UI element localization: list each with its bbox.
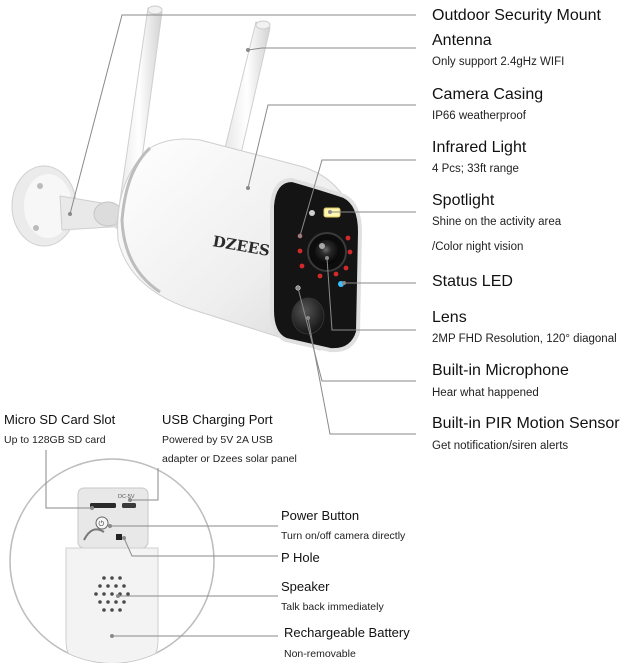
top-leader-lines [69, 14, 416, 435]
leader-endpoints [68, 48, 346, 320]
right-antenna [223, 20, 271, 159]
port-marking: DC-5V [118, 494, 135, 500]
power-button-detail: Turn on/off camera directly [281, 530, 406, 542]
speaker-detail: Talk back immediately [281, 601, 384, 613]
usb-port-detail: Powered by 5V 2A USB [162, 434, 273, 446]
casing-title: Camera Casing [432, 86, 544, 103]
speaker-title: Speaker [281, 579, 330, 594]
infrared-detail: 4 Pcs; 33ft range [432, 163, 519, 175]
spotlight-detail: Shine on the activity area [432, 216, 562, 228]
microphone-title: Built-in Microphone [432, 362, 569, 379]
svg-text:⏻: ⏻ [99, 520, 105, 528]
lens-detail: 2MP FHD Resolution, 120° diagonal [432, 333, 617, 345]
mount-title: Outdoor Security Mount [432, 7, 601, 24]
power-button-title: Power Button [281, 508, 360, 523]
usb-port-detail-2: adapter or Dzees solar panel [162, 453, 297, 465]
wall-mount [11, 165, 127, 247]
usb-port-title: USB Charging Port [162, 412, 273, 427]
spotlight-title: Spotlight [432, 192, 495, 209]
lens-title: Lens [432, 309, 467, 326]
casing-detail: IP66 weatherproof [432, 110, 526, 122]
microphone-detail: Hear what happened [432, 387, 539, 399]
spotlight-detail-2: /Color night vision [432, 241, 524, 253]
battery-title: Rechargeable Battery [284, 625, 410, 640]
sd-slot-detail: Up to 128GB SD card [4, 434, 106, 446]
bottom-detail-circle: DC-5V ⏻ [9, 458, 215, 663]
speaker-grill [94, 576, 130, 612]
pir-title: Built-in PIR Motion Sensor [432, 415, 620, 432]
antenna-title: Antenna [432, 32, 492, 49]
bottom-leader-endpoints [90, 498, 132, 638]
sd-slot-title: Micro SD Card Slot [4, 412, 116, 427]
p-hole-title: P Hole [281, 550, 320, 565]
antenna-detail: Only support 2.4gHz WIFI [432, 56, 565, 68]
pir-detail: Get notification/siren alerts [432, 440, 569, 452]
bottom-leader-lines [45, 450, 278, 637]
infrared-title: Infrared Light [432, 139, 527, 156]
battery-detail: Non-removable [284, 648, 356, 660]
status-led-title: Status LED [432, 273, 513, 290]
camera-body: DZEES [117, 138, 363, 353]
